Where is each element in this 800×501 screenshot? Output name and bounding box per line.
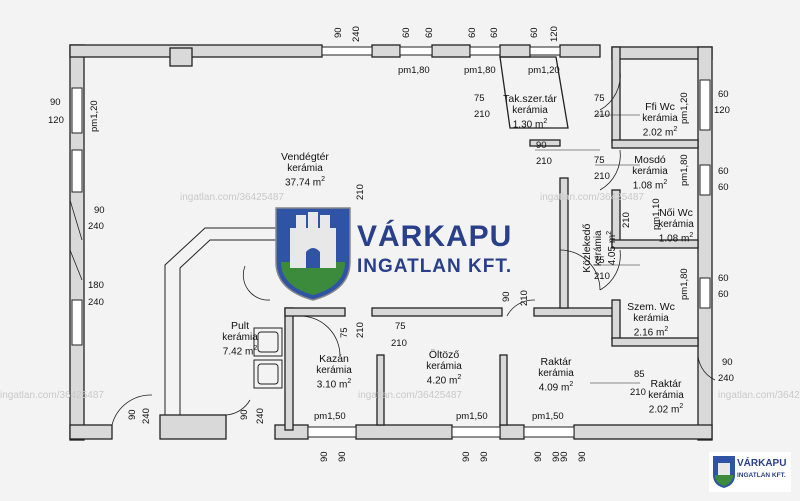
dim-bottom-5: 90 [319, 451, 330, 462]
dim-bottom-4: 240 [255, 408, 266, 424]
dim-pm-bottom-3: pm1,50 [532, 411, 564, 422]
dim-right-2: 120 [714, 105, 730, 116]
dim-top-7: 60 [529, 27, 540, 38]
corner-logo-line-1: VÁRKAPU [737, 458, 787, 469]
dim-bottom-9: 90 [533, 451, 544, 462]
dim-int-15: 90 [501, 291, 512, 302]
company-logo-text: VÁRKAPU INGATLAN KFT. [357, 220, 512, 278]
dim-left-1: 90 [50, 97, 61, 108]
dim-bottom-3: 90 [239, 409, 250, 420]
dim-int-8: 210 [594, 171, 610, 182]
dimension-lines [535, 114, 640, 384]
logo-line-2: INGATLAN KFT. [357, 256, 513, 277]
dim-left-3: pm1,20 [89, 100, 100, 132]
dim-top-8: 120 [549, 26, 560, 42]
dim-bottom-11: 90 [559, 451, 570, 462]
dim-right-5: 60 [718, 273, 729, 284]
dim-int-19: 85 [634, 369, 645, 380]
dim-right-1: 60 [718, 89, 729, 100]
dim-int-4: 210 [536, 156, 552, 167]
dim-top-2: 240 [351, 26, 362, 42]
watermark: ingatlan.com/36425487 [540, 192, 644, 203]
watermark: ingatlan.com/36425487 [358, 390, 462, 401]
dim-int-12: 210 [391, 338, 407, 349]
dim-int-20: 210 [630, 387, 646, 398]
dim-top-1: 90 [333, 27, 344, 38]
dim-right-9: pm1,80 [679, 268, 690, 300]
dim-right-7: pm1,20 [679, 92, 690, 124]
dim-left-7: 240 [88, 297, 104, 308]
dim-int-2: 210 [474, 109, 490, 120]
dim-left-2: 120 [48, 115, 64, 126]
dim-right-10: pm1,10 [651, 198, 662, 230]
dim-bottom-12: 90 [577, 451, 588, 462]
dim-top-3: 60 [401, 27, 412, 38]
dim-left-6: 180 [88, 280, 104, 291]
dim-int-3: 90 [536, 140, 547, 151]
windows [71, 46, 711, 438]
dim-right-3: 60 [718, 166, 729, 177]
dim-pm-bottom-1: pm1,50 [314, 411, 346, 422]
door-swings [69, 69, 716, 426]
dim-pm-top-3: pm1,20 [528, 65, 560, 76]
corner-logo: VÁRKAPU INGATLAN KFT. [709, 452, 791, 492]
dim-bottom-1: 90 [127, 409, 138, 420]
castle-shield-icon [275, 207, 351, 301]
dim-int-17: 210 [355, 184, 366, 200]
corner-logo-line-2: INGATLAN KFT. [737, 472, 786, 479]
dim-int-21: 90 [722, 357, 733, 368]
dim-left-4: 90 [94, 205, 105, 216]
dim-top-4: 60 [424, 27, 435, 38]
corner-shield-icon [713, 456, 735, 488]
dim-int-16: 210 [519, 290, 530, 306]
watermark: ingatlan.com/36425487 [180, 192, 284, 203]
logo-line-1: VÁRKAPU [357, 220, 513, 253]
dim-int-14: 210 [355, 322, 366, 338]
watermark: ingatlan.com/36425487 [0, 390, 104, 401]
dim-left-5: 240 [88, 221, 104, 232]
dim-int-1: 75 [474, 93, 485, 104]
dim-int-18: 210 [621, 212, 632, 228]
dim-int-6: 210 [594, 109, 610, 120]
dim-right-4: 60 [718, 182, 729, 193]
watermark: ingatlan.com/36425487 [718, 390, 800, 401]
dim-bottom-8: 90 [479, 451, 490, 462]
dim-top-6: 60 [489, 27, 500, 38]
dim-int-10: 210 [594, 271, 610, 282]
dim-bottom-6: 90 [337, 451, 348, 462]
dim-int-13: 75 [339, 327, 350, 338]
dim-pm-top-1: pm1,80 [398, 65, 430, 76]
dim-int-5: 75 [594, 93, 605, 104]
dim-int-9: 75 [594, 255, 605, 266]
dim-int-22: 240 [718, 373, 734, 384]
dim-pm-top-2: pm1,80 [464, 65, 496, 76]
dim-bottom-7: 90 [461, 451, 472, 462]
dim-int-7: 75 [594, 155, 605, 166]
dim-bottom-2: 240 [141, 408, 152, 424]
dim-right-6: 60 [718, 289, 729, 300]
dim-pm-bottom-2: pm1,50 [456, 411, 488, 422]
dim-int-11: 75 [395, 321, 406, 332]
dim-top-5: 60 [467, 27, 478, 38]
dim-right-8: pm1,80 [679, 154, 690, 186]
